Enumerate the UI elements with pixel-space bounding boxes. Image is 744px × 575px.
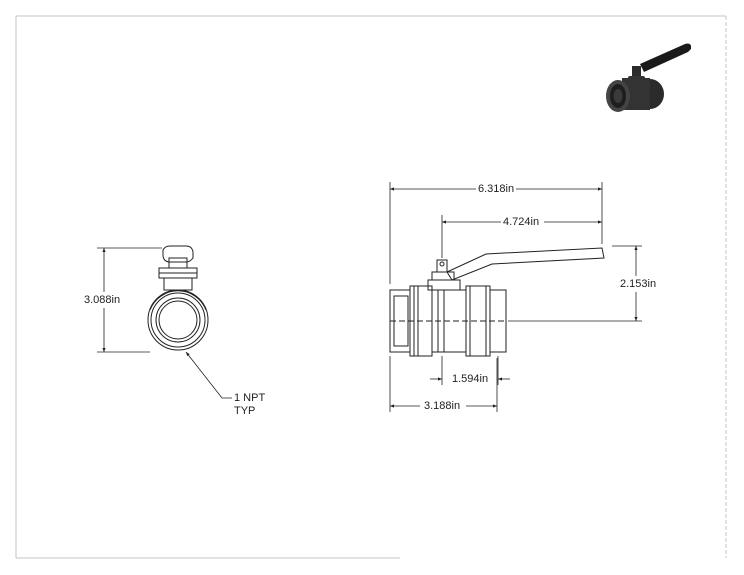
dim-face-to-face bbox=[389, 356, 498, 412]
dim-handle-length bbox=[441, 215, 602, 258]
label-overall-length: 6.318in bbox=[477, 183, 516, 196]
callout-typ: TYP bbox=[233, 405, 257, 418]
label-handle-length: 4.724in bbox=[502, 216, 541, 229]
label-end-view-height: 3.088in bbox=[83, 294, 122, 307]
dim-height-centerline bbox=[508, 245, 642, 322]
label-body-width: 1.594in bbox=[451, 373, 490, 386]
callout-npt: 1 NPT bbox=[233, 392, 267, 405]
label-face-to-face: 3.188in bbox=[423, 400, 462, 413]
sheet-border bbox=[15, 15, 727, 559]
dim-end-view-height bbox=[97, 247, 162, 353]
end-view bbox=[147, 245, 209, 351]
dim-body-width bbox=[430, 356, 510, 385]
ball-valve-3d-icon bbox=[606, 43, 692, 112]
dim-overall-length bbox=[389, 182, 603, 284]
npt-leader bbox=[185, 351, 232, 399]
side-view bbox=[389, 247, 605, 357]
label-height-centerline: 2.153in bbox=[619, 278, 658, 291]
